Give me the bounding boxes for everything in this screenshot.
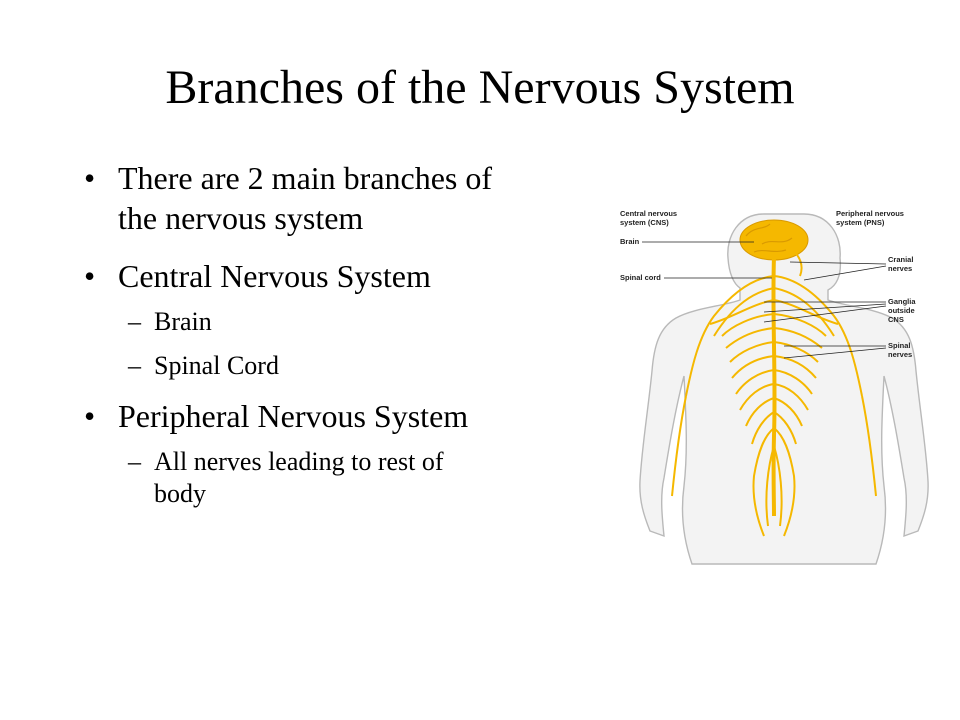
label-cranial-line2: nerves <box>888 264 912 273</box>
label-brain: Brain <box>620 237 640 246</box>
spinal-nerves <box>671 275 877 537</box>
nervous-system-figure: Central nervous system (CNS) Peripheral … <box>614 196 934 568</box>
label-spinal-cord: Spinal cord <box>620 273 661 282</box>
slide-title: Branches of the Nervous System <box>165 61 795 114</box>
bullet-text-line1: There are 2 main branches of <box>118 160 493 196</box>
bullet-list: • There are 2 main branches of the nervo… <box>84 158 644 530</box>
label-ganglia-line3: CNS <box>888 315 904 324</box>
label-spinal-nerves-line2: nerves <box>888 350 912 359</box>
bullet-item: • Peripheral Nervous System <box>84 396 644 436</box>
bullet-glyph: • <box>84 258 96 294</box>
dash-glyph: – <box>128 351 141 380</box>
spinal-cord <box>771 255 777 517</box>
dash-glyph: – <box>128 307 141 336</box>
sub-bullet-item: – Spinal Cord <box>84 350 644 382</box>
bullet-glyph: • <box>84 398 96 434</box>
dash-glyph: – <box>128 447 141 476</box>
cranial-nerves <box>791 249 803 277</box>
body-silhouette <box>639 213 929 565</box>
leader-lines <box>642 241 887 359</box>
label-pns-line2: system (PNS) <box>836 218 885 227</box>
label-cranial-line1: Cranial <box>888 255 913 264</box>
label-ganglia-line1: Ganglia <box>888 297 916 306</box>
bullet-text: Central Nervous System <box>118 258 431 294</box>
label-pns-line1: Peripheral nervous <box>836 209 904 218</box>
sub-bullet-text-line2: body <box>154 479 206 508</box>
label-spinal-nerves-line1: Spinal <box>888 341 911 350</box>
sub-bullet-text: Spinal Cord <box>154 351 279 380</box>
figure-labels: Central nervous system (CNS) Peripheral … <box>620 209 916 359</box>
nervous-system-illustration: Central nervous system (CNS) Peripheral … <box>620 209 929 565</box>
sub-bullet-item: – Brain <box>84 306 644 338</box>
sub-bullet-item: – All nerves leading to rest of body <box>84 446 644 510</box>
sub-bullet-text: Brain <box>154 307 212 336</box>
label-ganglia-line2: outside <box>888 306 915 315</box>
bullet-item: • There are 2 main branches of the nervo… <box>84 158 644 238</box>
bullet-text-line2: the nervous system <box>118 200 364 236</box>
label-cns-line2: system (CNS) <box>620 218 669 227</box>
bullet-glyph: • <box>84 160 96 196</box>
bullet-item: • Central Nervous System <box>84 256 644 296</box>
bullet-text: Peripheral Nervous System <box>118 398 469 434</box>
label-cns-line1: Central nervous <box>620 209 677 218</box>
sub-bullet-text-line1: All nerves leading to rest of <box>154 447 444 476</box>
brain <box>739 219 809 261</box>
